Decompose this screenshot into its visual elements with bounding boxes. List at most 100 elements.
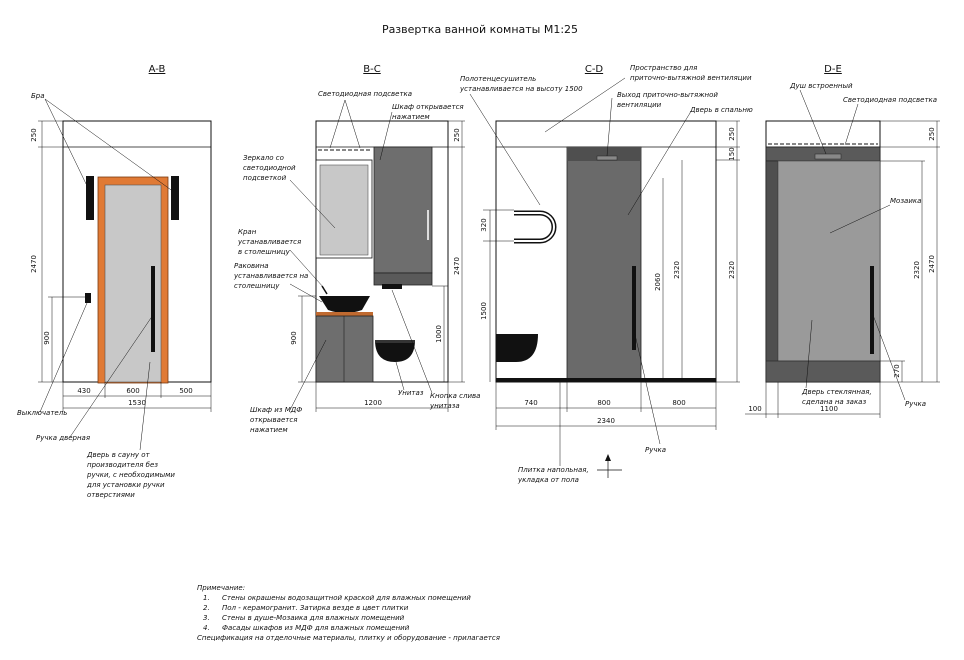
svg-text:Полотенцесушитель: Полотенцесушитель	[460, 75, 536, 83]
sink	[319, 296, 370, 313]
svg-text:Выход приточно-вытяжной: Выход приточно-вытяжной	[617, 91, 718, 99]
svg-text:Шкаф открывается: Шкаф открывается	[392, 103, 464, 111]
label-led-de: Светодиодная подсветка	[843, 96, 937, 104]
svg-text:открывается: открывается	[250, 416, 297, 424]
shower-door-handle	[870, 266, 874, 354]
svg-text:приточно-вытяжной вентиляции: приточно-вытяжной вентиляции	[630, 74, 752, 82]
svg-text:500: 500	[179, 387, 192, 395]
bedroom-door	[566, 146, 642, 383]
svg-text:1100: 1100	[820, 405, 838, 413]
section-bc-heading: B-C	[363, 64, 380, 75]
svg-text:430: 430	[77, 387, 90, 395]
svg-text:отверстиями: отверстиями	[87, 491, 135, 499]
svg-text:1500: 1500	[480, 302, 488, 320]
label-bedroom-door: Дверь в спальню	[689, 106, 753, 114]
note-item: Пол - керамогранит. Затирка везде в цвет…	[222, 604, 409, 612]
svg-text:1.: 1.	[203, 594, 210, 602]
svg-text:2.: 2.	[203, 604, 210, 612]
svg-text:2320: 2320	[913, 261, 921, 279]
svg-text:150: 150	[728, 147, 736, 160]
vent-outlet	[596, 155, 618, 161]
section-ab-heading: A-B	[149, 64, 166, 75]
svg-text:Раковина: Раковина	[234, 262, 269, 270]
svg-text:устанавливается: устанавливается	[237, 238, 301, 246]
svg-text:для установки ручки: для установки ручки	[86, 481, 165, 489]
label-led-bc: Светодиодная подсветка	[318, 90, 412, 98]
svg-text:900: 900	[43, 331, 51, 344]
svg-text:Дверь стеклянная,: Дверь стеклянная,	[801, 388, 872, 396]
drawing-title: Развертка ванной комнаты М1:25	[382, 23, 578, 36]
svg-text:2340: 2340	[597, 417, 615, 425]
label-switch: Выключатель	[17, 409, 67, 417]
orientation-arrow-icon	[597, 454, 622, 478]
notes-block: Примечание: 1. Стены окрашены водозащитн…	[197, 584, 500, 642]
svg-text:ручки, с необходимыми: ручки, с необходимыми	[86, 471, 175, 479]
svg-text:2470: 2470	[453, 257, 461, 275]
note-item: Стены в душе-Мозаика для влажных помещен…	[222, 614, 405, 622]
svg-text:укладка от пола: укладка от пола	[517, 476, 579, 484]
note-item: Стены окрашены водозащитной краской для …	[222, 594, 471, 602]
label-handle-de: Ручка	[905, 400, 926, 408]
label-shower: Душ встроенный	[789, 82, 853, 90]
svg-text:сделана на заказ: сделана на заказ	[802, 398, 866, 406]
elevation-de: 250 2470 2320 270 100 1100 Душ встроенны…	[745, 82, 940, 418]
section-de-heading: D-E	[824, 64, 842, 75]
note-item: Фасады шкафов из МДФ для влажных помещен…	[222, 624, 410, 632]
notes-header: Примечание:	[197, 584, 245, 592]
svg-text:в столешницу: в столешницу	[238, 248, 291, 256]
label-toilet: Унитаз	[398, 389, 424, 397]
svg-text:1000: 1000	[435, 325, 443, 343]
light-switch	[85, 293, 91, 303]
svg-text:Шкаф из МДФ: Шкаф из МДФ	[250, 406, 302, 414]
svg-text:800: 800	[672, 399, 685, 407]
svg-text:2320: 2320	[728, 261, 736, 279]
vanity-cabinet	[315, 315, 374, 383]
svg-text:250: 250	[728, 127, 736, 140]
svg-text:270: 270	[893, 364, 901, 377]
bedroom-door-handle	[632, 266, 636, 350]
flush-button	[382, 284, 402, 289]
svg-text:2470: 2470	[928, 255, 936, 273]
built-in-shower	[814, 153, 842, 160]
label-door-handle: Ручка дверная	[36, 434, 90, 442]
svg-text:нажатием: нажатием	[392, 113, 430, 121]
svg-text:Кран: Кран	[238, 228, 257, 236]
label-mosaic: Мозаика	[890, 197, 921, 205]
svg-text:4.: 4.	[203, 624, 210, 632]
section-cd-heading: C-D	[585, 64, 604, 75]
svg-text:1200: 1200	[364, 399, 382, 407]
svg-text:устанавливается на: устанавливается на	[233, 272, 308, 280]
notes-footer: Спецификация на отделочные материалы, пл…	[197, 634, 500, 642]
svg-text:100: 100	[748, 405, 761, 413]
toilet	[375, 340, 415, 362]
svg-text:светодиодной: светодиодной	[243, 164, 296, 172]
svg-text:производителя без: производителя без	[87, 461, 158, 469]
elevation-bc: 250 2470 1000 900 1200 Светодиодная подс…	[233, 90, 480, 434]
tall-cabinet	[373, 146, 433, 274]
label-bra: Бра	[31, 92, 45, 100]
svg-text:2470: 2470	[30, 255, 38, 273]
svg-text:2060: 2060	[654, 273, 662, 291]
door-handle	[151, 266, 155, 352]
svg-text:столешницу: столешницу	[234, 282, 280, 290]
elevation-cd: 250 150 2320 2320 2060 320 1500 740 800 …	[459, 64, 753, 484]
glass-door	[777, 160, 881, 362]
svg-text:Плитка напольная,: Плитка напольная,	[518, 466, 589, 474]
svg-text:вентиляции: вентиляции	[617, 101, 662, 109]
toilet-side	[496, 334, 538, 362]
sconce-left	[86, 176, 94, 220]
svg-text:нажатием: нажатием	[250, 426, 288, 434]
svg-text:Пространство для: Пространство для	[630, 64, 697, 72]
mirror	[319, 164, 369, 256]
floor-tile	[496, 378, 716, 382]
elevation-ab: 250 2470 900 430 600 500 1530 Бра Выключ…	[17, 92, 212, 499]
svg-text:3.: 3.	[203, 614, 210, 622]
svg-text:250: 250	[928, 127, 936, 140]
svg-text:600: 600	[126, 387, 139, 395]
svg-text:устанавливается на высоту 1500: устанавливается на высоту 1500	[459, 85, 583, 93]
svg-text:2320: 2320	[673, 261, 681, 279]
svg-text:250: 250	[453, 128, 461, 141]
svg-text:Зеркало со: Зеркало со	[243, 154, 284, 162]
svg-text:подсветкой: подсветкой	[243, 174, 287, 182]
